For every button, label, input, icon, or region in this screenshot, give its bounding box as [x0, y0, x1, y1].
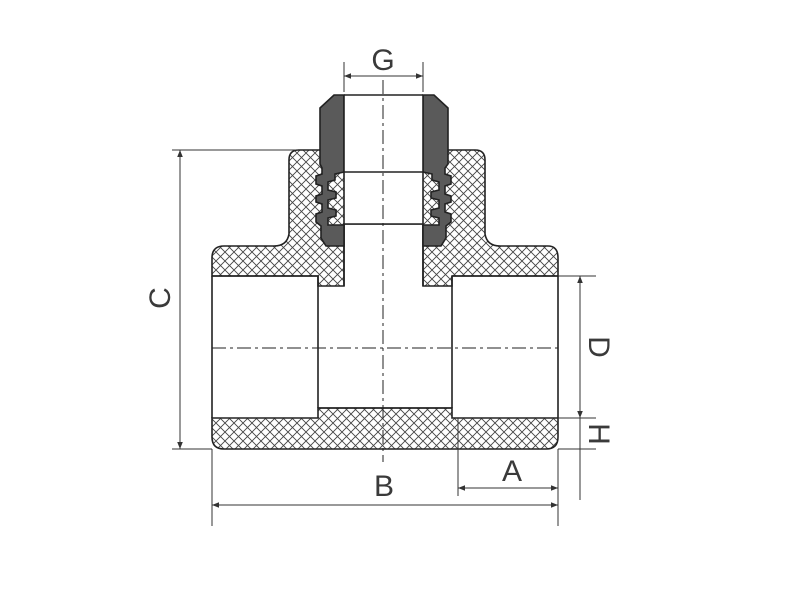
bore-lines	[211, 224, 559, 418]
dimension-d: D	[558, 275, 615, 419]
dimension-h: H	[558, 418, 615, 500]
dimension-label-b: B	[374, 470, 394, 503]
dimension-label-h: H	[582, 423, 615, 445]
body-lower-wall	[211, 407, 559, 450]
dimension-g: G	[343, 44, 424, 92]
insert-bore-lines	[343, 94, 424, 225]
dimension-label-d: D	[582, 336, 615, 358]
metal-insert-right	[422, 94, 452, 247]
dimension-a: A	[457, 418, 559, 496]
dimension-c: C	[144, 149, 298, 450]
dimension-b: B	[211, 449, 559, 526]
dimension-label-c: C	[144, 287, 177, 309]
dimension-label-a: A	[502, 455, 522, 488]
metal-insert-left	[315, 94, 345, 247]
dimension-label-g: G	[371, 44, 394, 77]
